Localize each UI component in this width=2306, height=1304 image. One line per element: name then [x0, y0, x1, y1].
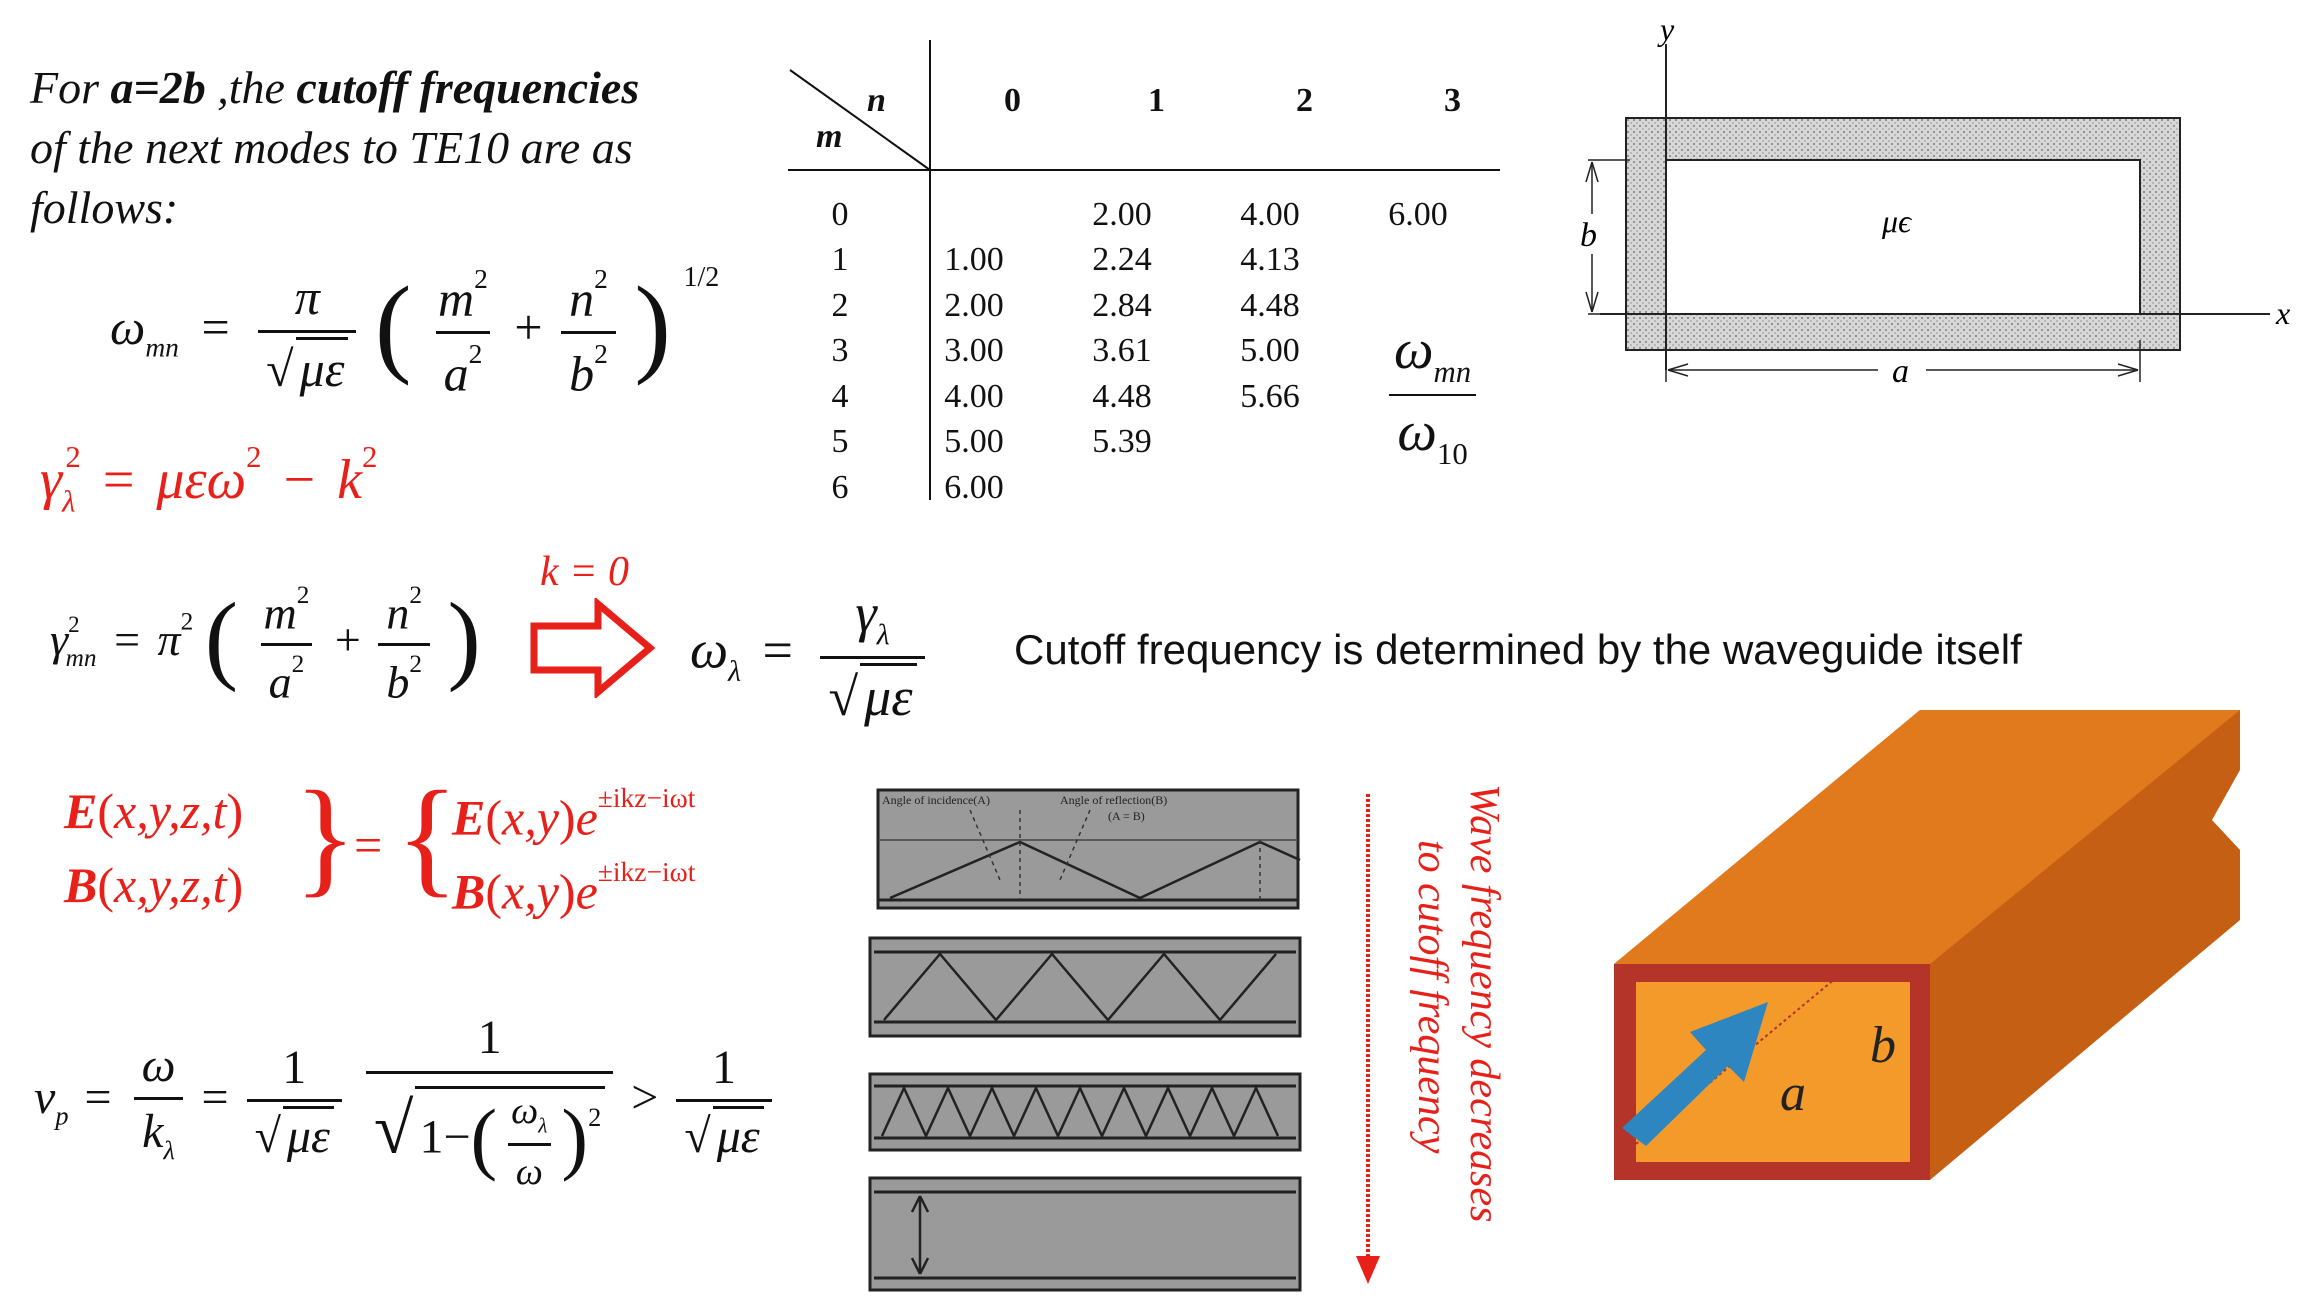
table-row: 0 2.00 4.00 6.00 — [780, 192, 1492, 238]
eq-gamma-squared: γλ2 = μεω2 − k2 — [40, 440, 378, 519]
eq-omega-lambda: ωλ = γλ√με — [690, 582, 931, 728]
table-cell — [1344, 238, 1492, 284]
intro-the: ,the — [205, 62, 297, 113]
red-outline-arrow — [530, 598, 656, 698]
frequency-decrease-arrow — [1356, 794, 1380, 1284]
table-n-label: n — [867, 82, 886, 119]
eq-fields: E(x,y,z,t) B(x,y,z,t) } = { E(x,y)e±ikz−… — [64, 765, 696, 920]
table-row: 4 4.00 4.48 5.66 — [780, 374, 1492, 420]
col-header-2: 2 — [1296, 82, 1313, 119]
ratio-num: ω — [1394, 319, 1434, 381]
k-zero-label: k = 0 — [540, 549, 629, 595]
table-row: 1 1.00 2.24 4.13 — [780, 238, 1492, 284]
row-m-index: 6 — [831, 468, 849, 506]
side-caption-line-2: to cutoff frequency — [1409, 840, 1455, 1154]
col-header-1: 1 — [1148, 82, 1165, 119]
table-cell: 2.84 — [1092, 286, 1152, 324]
waveguide-cross-section: y x b a μϵ — [1576, 11, 2290, 390]
table-cell: 6.00 — [1388, 195, 1448, 233]
dim-a-label: a — [1892, 353, 1909, 390]
side-caption-line-1: Wave frequency decreases — [1461, 784, 1507, 1223]
intro-line-2: of the next modes to TE10 are as — [30, 122, 633, 173]
waveguide-3d-label-b: b — [1870, 1017, 1896, 1074]
table-cell: 5.39 — [1092, 423, 1152, 461]
table-row: 5 5.00 5.39 — [780, 420, 1492, 466]
table-cell: 4.48 — [1092, 377, 1152, 415]
ratio-den-sub: 10 — [1436, 436, 1468, 471]
table-cell: 4.13 — [1240, 241, 1300, 279]
table-cell — [1344, 465, 1492, 511]
row-m-index: 0 — [831, 195, 849, 233]
table-cell: 3.00 — [944, 332, 1004, 370]
waveguide-3d: a b — [1614, 710, 2240, 1180]
intro-cutoff: cutoff frequencies — [296, 62, 640, 113]
table-cell: 2.00 — [944, 286, 1004, 324]
ray-panels: Angle of incidence(A) Angle of reflectio… — [868, 788, 1302, 1292]
table-cell: 2.00 — [1092, 195, 1152, 233]
intro-for: For — [30, 62, 111, 113]
row-m-index: 4 — [831, 377, 849, 415]
row-m-index: 1 — [831, 241, 849, 279]
table-lines — [788, 40, 1500, 500]
intro-condition: a=2b — [110, 62, 206, 113]
side-caption: Wave frequency decreases to cutoff frequ… — [1380, 784, 1510, 1304]
table-cell — [1196, 420, 1344, 466]
cutoff-caption: Cutoff frequency is determined by the wa… — [1014, 626, 2022, 673]
col-header-3: 3 — [1444, 82, 1461, 119]
table-cell: 5.00 — [1240, 332, 1300, 370]
intro-text: For a=2b ,the cutoff frequencies of the … — [30, 58, 639, 238]
ratio-num-sub: mn — [1433, 354, 1472, 389]
table-row: 2 2.00 2.84 4.48 — [780, 283, 1492, 329]
table-cell: 6.00 — [944, 468, 1004, 506]
ray-label-a: Angle of incidence(A) — [882, 793, 990, 807]
table-cell: 5.66 — [1240, 377, 1300, 415]
table-m-label: m — [816, 118, 843, 155]
table-cell: 2.24 — [1092, 241, 1152, 279]
table-row: 3 3.00 3.61 5.00 — [780, 329, 1492, 375]
table-cell: 4.00 — [1240, 195, 1300, 233]
row-m-index: 2 — [831, 286, 849, 324]
ray-label-ab: (A = B) — [1108, 809, 1145, 823]
axis-y-label: y — [1657, 11, 1675, 47]
row-m-index: 5 — [831, 423, 849, 461]
row-m-index: 3 — [831, 332, 849, 370]
table-cell: 4.00 — [944, 377, 1004, 415]
intro-line-3: follows: — [30, 182, 179, 233]
waveguide-3d-label-a: a — [1780, 1065, 1806, 1122]
table-cell — [900, 192, 1048, 238]
medium-label: μϵ — [1881, 203, 1912, 239]
table-cell: 4.48 — [1240, 286, 1300, 324]
ray-label-b: Angle of reflection(B) — [1060, 793, 1167, 807]
table-cell: 5.00 — [944, 423, 1004, 461]
table-cell — [1048, 465, 1196, 511]
table-cell: 3.61 — [1092, 332, 1152, 370]
axis-x-label: x — [2275, 295, 2290, 331]
table-cell: 1.00 — [944, 241, 1004, 279]
dim-b-label: b — [1580, 217, 1597, 254]
table-cell — [1196, 465, 1344, 511]
ratio-den: ω — [1397, 400, 1437, 463]
